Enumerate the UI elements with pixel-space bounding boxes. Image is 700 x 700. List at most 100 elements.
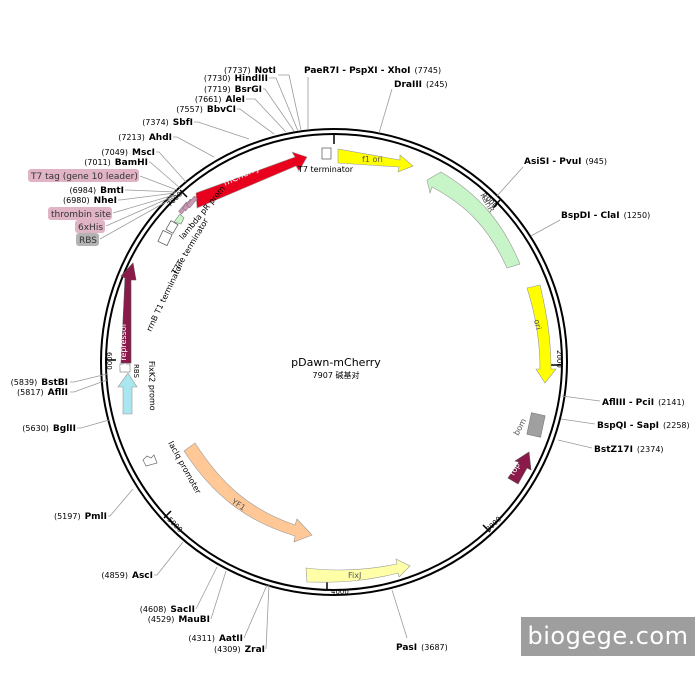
site-line-alei [246, 98, 287, 133]
site-lines-left [70, 74, 302, 650]
site-label-aflii: (5817)AflII [17, 388, 68, 398]
tick-3000 [482, 524, 491, 533]
tick-labels: 1000 2000 3000 4000 5000 6000 7000 [105, 190, 563, 596]
site-label-bstz17i: BstZ17I(2374) [594, 445, 664, 455]
lambda-repressor-arrow [120, 262, 137, 364]
site-line-thrombin [112, 194, 175, 214]
tag-t7-box [28, 169, 139, 182]
feature-bom-box [526, 412, 546, 438]
site-line-sbfi [194, 121, 250, 140]
site-line-noti [278, 74, 302, 131]
site-line-bglii [77, 419, 110, 429]
site-line-aflii [70, 379, 108, 393]
tag-6xhis: 6xHis [75, 220, 105, 233]
t7-terminator-label: T7 terminator [297, 165, 354, 174]
tag-thrombin: thrombin site [48, 207, 112, 220]
feature-kanr-arrow [426, 171, 521, 269]
tag-t7: T7 tag (gene 10 leader) [28, 169, 139, 182]
feature-f1-ori: f1 ori [337, 148, 414, 173]
tag-thrombin-text: thrombin site [51, 210, 112, 220]
site-label-sapi: BspQI - SapI(2258) [597, 421, 690, 431]
feature-rbs: RBS [119, 363, 140, 379]
site-label-sbfi: (7374)SbfI [142, 118, 193, 128]
tag-6xhis-text: 6xHis [78, 223, 103, 233]
site-label-ahdi: (7213)AhdI [118, 133, 172, 143]
site-label-bsrgi: (7719)BsrGI [204, 85, 262, 95]
site-label-pasi: PasI(3687) [396, 643, 448, 653]
feature-yf1-arrow [183, 442, 313, 543]
feature-bom-label: bom [512, 417, 529, 437]
feature-rrnb-t1-terminator: rrnB T1 terminator [145, 229, 185, 333]
site-label-noti: (7737)NotI [224, 66, 276, 76]
site-line-draiii [378, 88, 393, 134]
site-label-bstbi: (5839)BstBI [11, 378, 68, 388]
site-line-bstbi [70, 373, 108, 383]
feature-fixj-arrow [305, 558, 411, 583]
site-line-pasi [391, 589, 408, 639]
feature-f1-ori-label: f1 ori [362, 155, 383, 164]
site-line-ahdi [173, 136, 215, 158]
site-label-aatii: (4311)AatII [188, 634, 243, 644]
tick-label-6000: 6000 [105, 352, 113, 370]
tag-rbs: RBS [76, 233, 99, 246]
site-line-maubi [210, 570, 227, 620]
site-line-bsrgi [263, 88, 295, 132]
fixk2-promoter-label: FixK2 promoter [0, 0, 157, 411]
site-label-bmti: (6984)BmtI [70, 186, 125, 196]
site-line-bmti [125, 189, 177, 193]
site-label-hindiii: (7730)HindIII [204, 74, 268, 84]
sites-right: PaeR7I - PspXI - XhoI(7745) DraIII(245) … [304, 66, 690, 653]
site-label-pmli: (5197)PmlI [54, 512, 107, 522]
feature-rop-arrow [507, 451, 532, 485]
site-line-pcii [561, 395, 601, 402]
site-line-clai [530, 219, 561, 237]
laciq-promoter-arrow [142, 454, 158, 467]
feature-fixj-label: FixJ [348, 571, 361, 580]
feature-mcherry-arrow [195, 151, 308, 209]
site-label-zrai: (4309)ZraI [214, 645, 265, 655]
site-label-bbvci: (7557)BbvCI [176, 105, 236, 115]
rbs-box [119, 363, 131, 373]
site-label-bglii: (5630)BglII [22, 424, 76, 434]
site-label-nhei: (6980)NheI [63, 196, 117, 206]
tick-marks [106, 134, 561, 590]
site-line-bstz17i [557, 439, 593, 449]
feature-ori-arrow [526, 284, 557, 384]
rbs-label: RBS [132, 364, 140, 379]
feature-rop: rop [507, 451, 532, 485]
site-line-6xhis [105, 195, 175, 227]
lambda-repressor-label: λ repressor [119, 322, 128, 368]
tag-t7-text: T7 tag (gene 10 leader) [30, 172, 138, 182]
tag-thrombin-box [48, 207, 112, 220]
feature-ori: ori [526, 284, 557, 384]
site-line-sapi [560, 418, 596, 425]
site-label-clai: BspDI - ClaI(1250) [561, 211, 650, 221]
tag-block-3 [186, 195, 198, 209]
feature-t7-terminator: T7 terminator [297, 147, 354, 174]
feature-f1-ori-arrow [337, 148, 414, 173]
tick-1000 [492, 199, 501, 209]
feature-ori-label: ori [532, 319, 543, 331]
site-label-xhoi: PaeR7I - PspXI - XhoI(7745) [304, 66, 441, 76]
site-line-rbs-tag [99, 197, 174, 240]
site-line-bamhi [149, 161, 181, 189]
backbone-outer-ring [100, 128, 568, 596]
site-line-asci [154, 541, 184, 576]
t7-terminator-box [321, 147, 332, 160]
site-line-pvui [496, 166, 524, 197]
tag-rbs-text: RBS [79, 236, 97, 246]
site-label-msci: (7049)MscI [101, 148, 155, 158]
site-line-hindiii [269, 77, 299, 132]
site-line-t7tag [139, 175, 178, 191]
feature-tag-cluster [178, 195, 198, 215]
site-lines-right [307, 77, 601, 639]
tag-labels: T7 tag (gene 10 leader) thrombin site 6x… [28, 169, 139, 246]
tick-7000 [179, 189, 188, 198]
site-label-alei: (7661)AleI [195, 95, 245, 105]
tick-label-4000: 4000 [331, 588, 349, 596]
plasmid-length: 7907 碱基对 [313, 370, 360, 380]
plasmid-name: pDawn-mCherry [291, 356, 381, 369]
site-label-draiii: DraIII(245) [394, 80, 448, 90]
site-line-msci [156, 151, 187, 183]
rrnb-t1-box [157, 229, 173, 247]
